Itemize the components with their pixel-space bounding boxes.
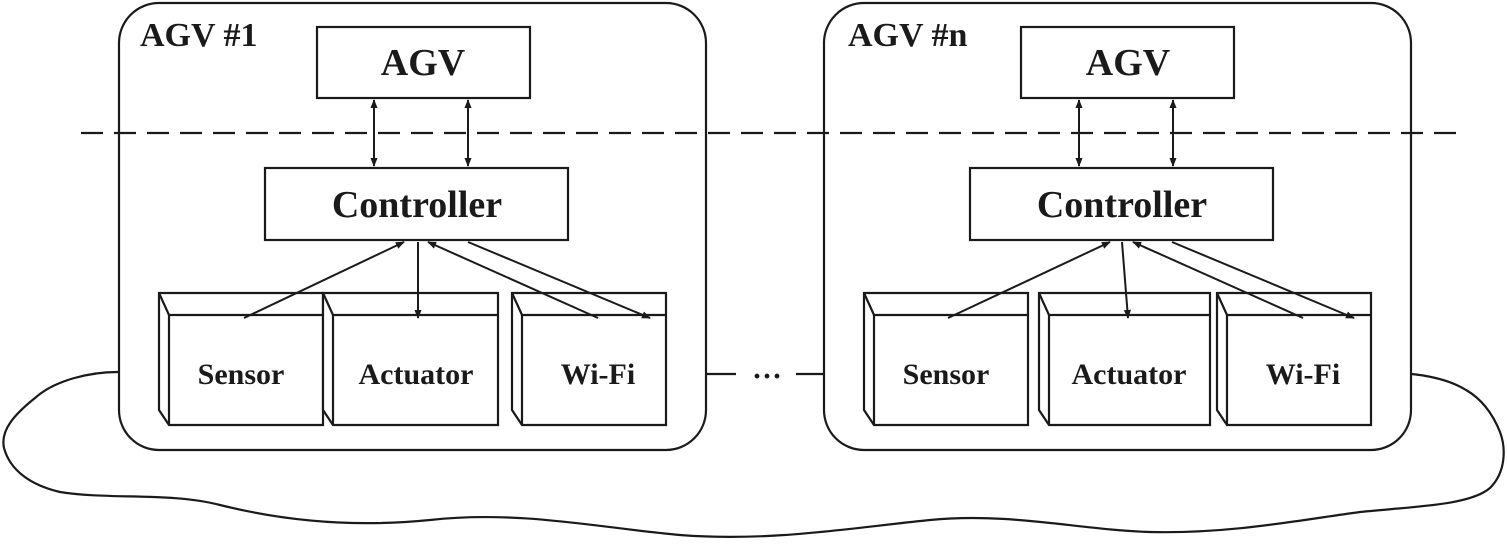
- agv-panel-n: AGV #n AGV Controller Sensor Actuator Wi…: [822, 1, 1413, 452]
- agv-panel-title: AGV #1: [140, 17, 257, 54]
- agv-panel-title: AGV #n: [848, 17, 967, 54]
- agv-panel-1: AGV #1 AGV Controller Sensor Actuator Wi…: [117, 1, 708, 452]
- module-wifi: Wi-Fi: [510, 291, 668, 427]
- sensor-to-controller-arrow: [243, 241, 405, 319]
- wifi-to-controller-arrow: [1132, 241, 1304, 319]
- controller-box: [263, 166, 570, 242]
- controller-box-label: Controller: [332, 184, 502, 226]
- network-cloud: [2, 370, 1505, 539]
- agv-box-label: AGV: [1086, 42, 1171, 84]
- agv-box-label: AGV: [381, 42, 466, 84]
- module-label: Wi-Fi: [1266, 358, 1340, 391]
- controller-to-actuator-arrow: [1121, 241, 1131, 319]
- controller-box: [968, 166, 1275, 242]
- module-label: Sensor: [903, 358, 990, 391]
- module-label: Wi-Fi: [561, 358, 635, 391]
- controller-box-label: Controller: [1037, 184, 1207, 226]
- controller-to-wifi-arrow: [467, 241, 651, 319]
- module-label: Actuator: [1072, 358, 1187, 391]
- module-label: Sensor: [198, 358, 285, 391]
- wifi-to-controller-arrow: [427, 241, 599, 319]
- module-wifi: Wi-Fi: [1215, 291, 1373, 427]
- agv-box: [1019, 25, 1236, 100]
- sensor-to-controller-arrow: [947, 241, 1111, 319]
- ellipsis: ···: [752, 360, 782, 393]
- module-actuator: Actuator: [321, 291, 500, 427]
- controller-to-wifi-arrow: [1171, 241, 1355, 319]
- agv-box: [315, 25, 532, 100]
- module-sensor: Sensor: [862, 291, 1030, 427]
- module-actuator: Actuator: [1037, 291, 1212, 427]
- module-sensor: Sensor: [157, 291, 325, 427]
- module-label: Actuator: [359, 358, 474, 391]
